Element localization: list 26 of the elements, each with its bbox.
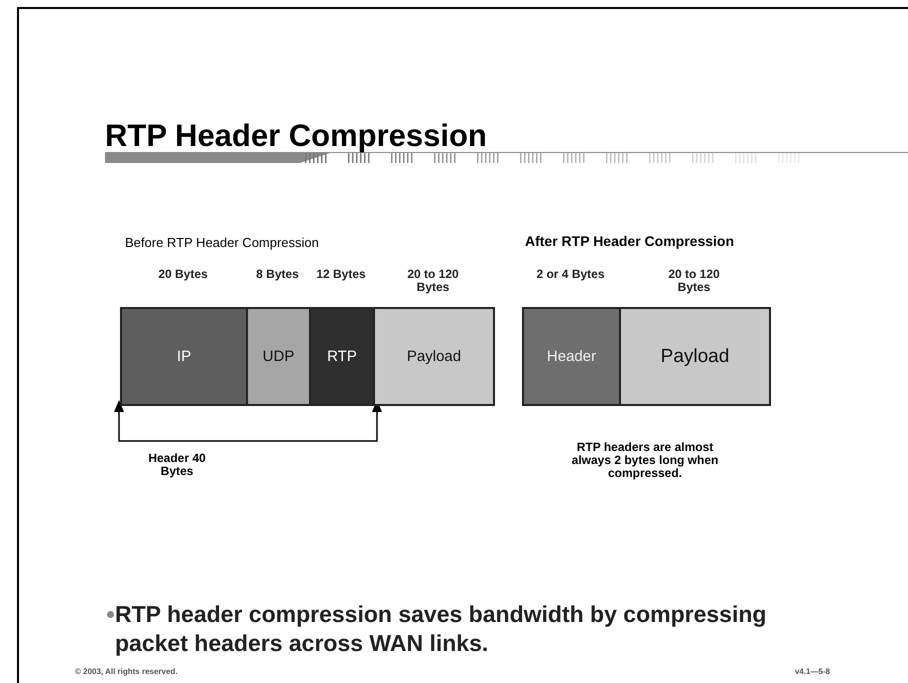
packet-field (373, 307, 495, 406)
size-label: 20 Bytes (157, 268, 209, 281)
slide-title: RTP Header Compression (105, 118, 487, 154)
packet-field (309, 307, 375, 406)
size-label: 2 or 4 Bytes (535, 268, 606, 281)
field-label: IP (176, 348, 192, 365)
size-label: 12 Bytes (315, 268, 367, 281)
field-label: Payload (406, 348, 462, 365)
copyright-text: © 2003, All rights reserved. (75, 668, 179, 677)
packet-field (120, 307, 248, 406)
bullet-text: RTP header compression saves bandwidth by compressing packet headers across WAN links. (115, 600, 768, 658)
packet-field (619, 307, 771, 406)
page-code: v4.1—5-8 (794, 668, 830, 677)
field-label: UDP (262, 348, 294, 365)
section-heading: After RTP Header Compression (525, 234, 736, 250)
bracket-label: Header 40 Bytes (147, 452, 207, 478)
note-text: RTP headers are almost always 2 bytes long when compressed. (570, 441, 720, 481)
section-heading: Before RTP Header Compression (125, 236, 320, 250)
field-label: Payload (660, 346, 730, 368)
size-label: 20 to 120 Bytes (667, 268, 721, 294)
packet-field (522, 307, 621, 406)
field-label: Header (546, 348, 596, 365)
field-label: RTP (327, 348, 357, 365)
size-label: 8 Bytes (255, 268, 300, 281)
packet-field (246, 307, 311, 406)
size-label: 20 to 120 Bytes (406, 268, 460, 294)
